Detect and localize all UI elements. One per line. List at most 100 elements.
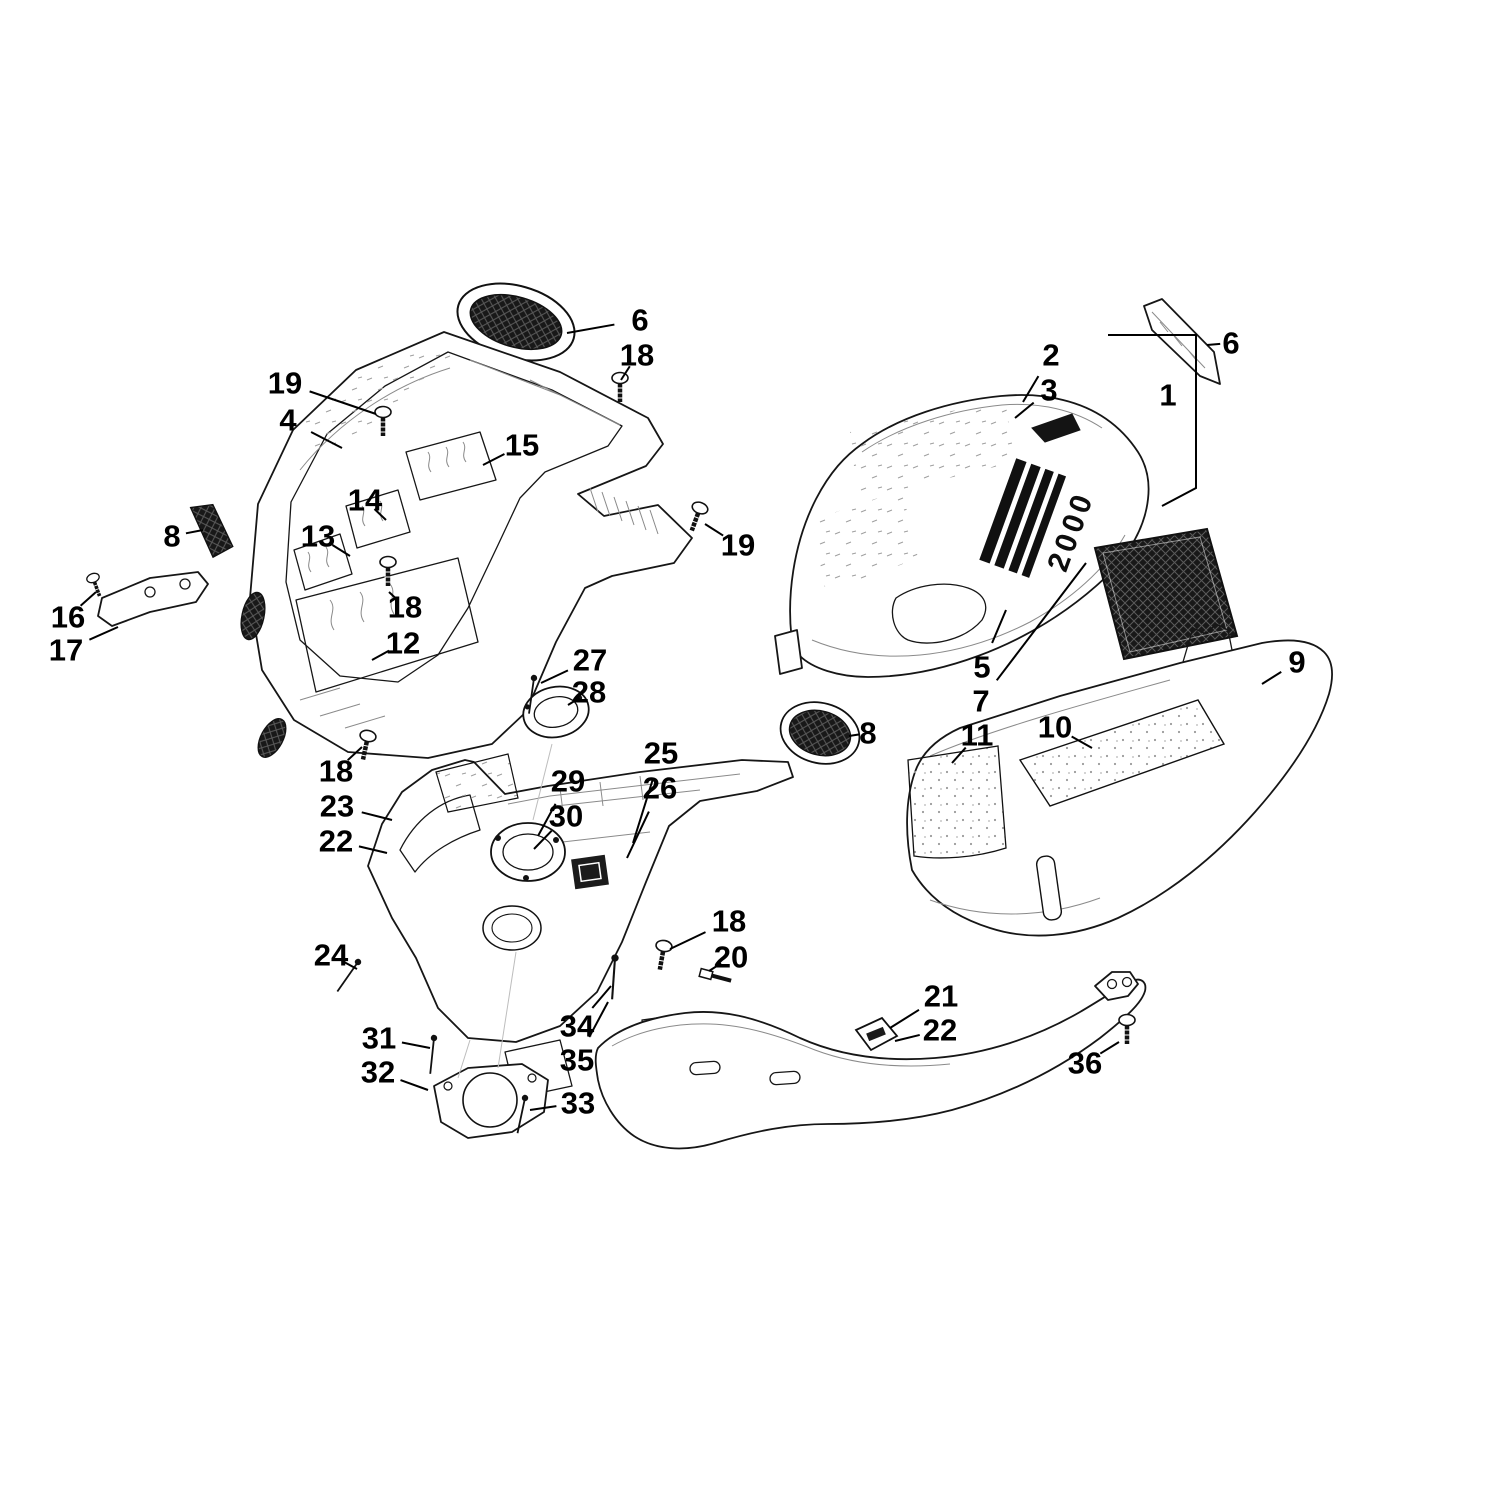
- decal-panel-14: [345, 489, 411, 549]
- intake-vent-8: [779, 701, 861, 765]
- leader-line-18: [388, 591, 399, 601]
- belly-pan-assembly: [594, 971, 1147, 1150]
- leader-line-19: [309, 390, 377, 415]
- leader-line-21: [889, 1008, 920, 1029]
- leader-line-2: [1022, 375, 1040, 403]
- callout-32: 32: [361, 1055, 395, 1090]
- callout-19: 19: [721, 528, 755, 563]
- callout-18: 18: [319, 754, 353, 789]
- callout-13: 13: [301, 519, 335, 554]
- leader-line-22: [894, 1033, 920, 1042]
- leader-line-26: [626, 811, 650, 859]
- leader-line-3: [1014, 401, 1035, 419]
- leader-line-22: [358, 845, 388, 854]
- leader-line-29: [537, 803, 557, 837]
- panel-slot: [1035, 855, 1063, 921]
- callout-3: 3: [1040, 373, 1057, 408]
- callout-10: 10: [1038, 710, 1072, 745]
- leader-line-30: [533, 830, 553, 850]
- callout-4: 4: [279, 403, 297, 438]
- decal-panel-15: [405, 431, 497, 501]
- callout-23: 23: [320, 789, 354, 824]
- callout-21: 21: [924, 979, 958, 1014]
- leader-line-20: [708, 962, 722, 972]
- square-fitting: [571, 854, 609, 890]
- leader-line-19: [704, 523, 724, 537]
- callout-17: 17: [49, 633, 83, 668]
- callout-29: 29: [551, 764, 585, 799]
- gusset-hatched: [435, 753, 519, 813]
- callout-18: 18: [712, 904, 746, 939]
- callout-18: 18: [388, 590, 422, 625]
- leader-line-10: [1071, 735, 1093, 749]
- hood-side-vent: [240, 591, 266, 641]
- callout-35: 35: [560, 1043, 594, 1078]
- hood-console-assembly: [83, 282, 709, 762]
- leader-line-8: [848, 733, 860, 737]
- callout-31: 31: [362, 1021, 396, 1056]
- callout-5: 5: [973, 650, 990, 685]
- leader-line-31: [401, 1041, 431, 1049]
- leader-line-14: [373, 508, 387, 521]
- callout-15: 15: [505, 428, 539, 463]
- callout-9: 9: [1288, 645, 1305, 680]
- callout-27: 27: [573, 643, 607, 678]
- callout-28: 28: [572, 675, 606, 710]
- foam-sheet-11: [907, 745, 1007, 859]
- decal-panel-13: [293, 533, 353, 591]
- leader-line-6: [566, 323, 615, 334]
- callout-22: 22: [319, 824, 353, 859]
- leader-line-15: [482, 453, 505, 466]
- callout-33: 33: [561, 1086, 595, 1121]
- callout-2: 2: [1042, 338, 1059, 373]
- leader-line-5: [991, 609, 1007, 644]
- callout-6: 6: [1222, 326, 1239, 361]
- callout-8: 8: [163, 519, 180, 554]
- mount-bracket-16-17: [97, 571, 209, 627]
- leader-line-36: [1099, 1041, 1120, 1055]
- plate-opening: [482, 905, 542, 951]
- leader-line-35: [588, 1001, 609, 1038]
- callout-24: 24: [314, 938, 349, 973]
- skid-plate-assembly: [333, 673, 794, 1139]
- flange-bracket-32: [433, 1063, 549, 1139]
- textured-panel-10: [1018, 699, 1226, 807]
- trim-strip-6-right: [1143, 298, 1221, 385]
- leader-line-16: [79, 591, 97, 607]
- callout-30: 30: [549, 799, 583, 834]
- hood-grille-vent: [456, 282, 576, 362]
- leader-line-34: [591, 985, 612, 1009]
- leader-line-12: [371, 649, 390, 661]
- hood-lower-vent: [257, 718, 287, 758]
- ring-28: [522, 685, 590, 739]
- leader-line-9: [1261, 671, 1282, 685]
- leader-line-25: [632, 777, 655, 844]
- leader-line-13: [331, 544, 351, 557]
- callout-7: 7: [972, 684, 989, 719]
- clip-21-22: [854, 1016, 899, 1052]
- callout-12: 12: [386, 626, 420, 661]
- callout-25: 25: [644, 736, 678, 771]
- callout-1: 1: [1159, 378, 1176, 413]
- callout-22: 22: [923, 1013, 957, 1048]
- leader-line-17: [88, 626, 119, 641]
- pan-mount: [1094, 971, 1139, 1001]
- callout-11: 11: [961, 718, 994, 753]
- callout-34: 34: [560, 1009, 595, 1044]
- callout-14: 14: [348, 483, 383, 518]
- leader-line-32: [400, 1079, 429, 1091]
- access-panel-12: [295, 557, 479, 693]
- leader-line-27: [540, 669, 569, 684]
- leader-line-18: [347, 746, 363, 761]
- leader-line-11: [951, 746, 967, 764]
- leader-line-24: [342, 960, 358, 970]
- callout-19: 19: [268, 366, 302, 401]
- leader-line-6: [1206, 342, 1221, 346]
- leader-line-7: [995, 562, 1087, 681]
- callout-20: 20: [714, 940, 748, 975]
- callout-16: 16: [51, 600, 85, 635]
- leader-line-28: [567, 696, 581, 706]
